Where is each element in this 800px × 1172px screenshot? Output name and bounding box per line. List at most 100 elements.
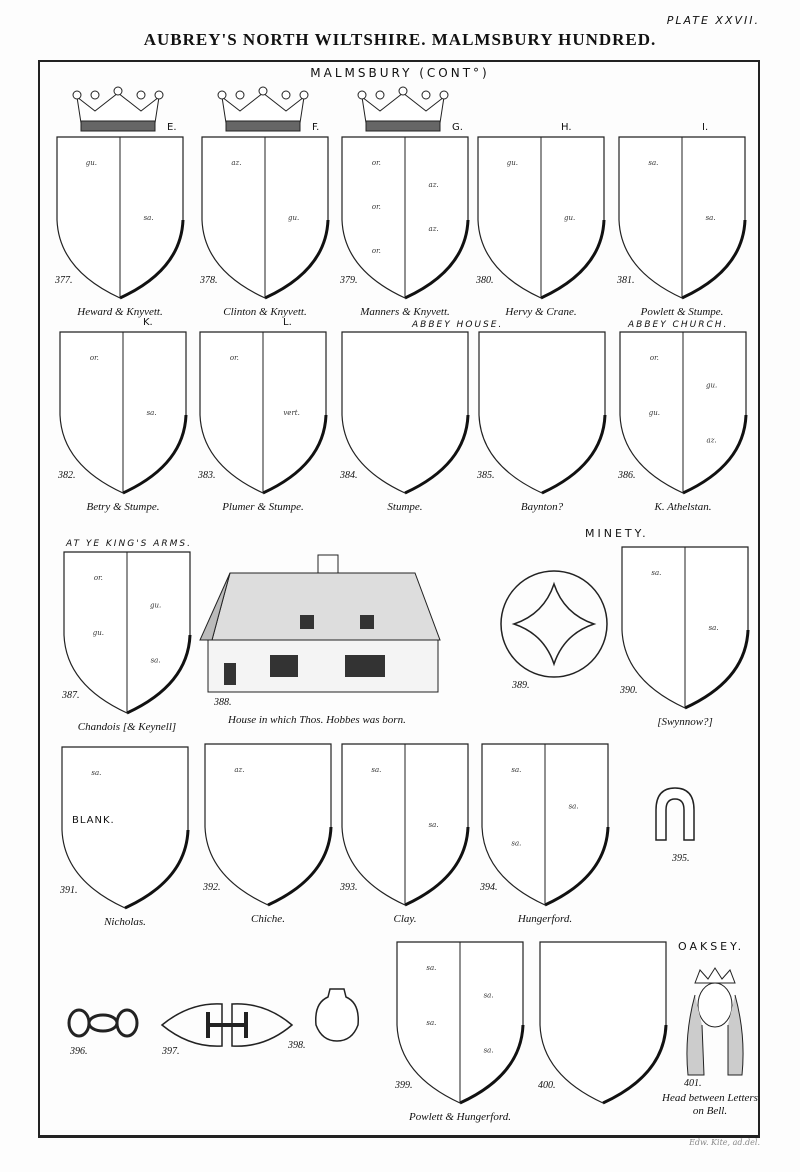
coronet-icon: [72, 86, 164, 132]
tincture-label: or.: [372, 203, 381, 211]
shield-letter: K.: [143, 317, 153, 328]
tincture-label: sa.: [151, 657, 161, 665]
shield-387: or.gu.gu.sa.: [63, 551, 192, 715]
tincture-label: sa.: [144, 214, 154, 222]
roundel-number: 389.: [512, 680, 530, 691]
tincture-label: az.: [429, 181, 439, 189]
tincture-label: sa.: [147, 409, 157, 417]
tincture-label: gu.: [150, 602, 161, 610]
shield-caption: Heward & Knyvett.: [77, 306, 163, 318]
tincture-label: gu.: [564, 214, 575, 222]
tincture-label: gu.: [507, 159, 518, 167]
tincture-label: sa.: [569, 803, 579, 811]
tincture-label: or.: [650, 354, 659, 362]
shield-number: 394.: [480, 882, 498, 893]
shield-caption: Stumpe.: [387, 501, 423, 513]
blank-label: BLANK.: [72, 815, 115, 826]
page-title: AUBREY'S NORTH WILTSHIRE. MALMSBURY HUND…: [143, 30, 657, 49]
house-drawing: [199, 554, 441, 693]
tincture-label: sa.: [709, 624, 719, 632]
roundel-drawing: [500, 570, 608, 678]
shield-caption: Baynton?: [520, 501, 564, 513]
shield-381: sa.sa.: [618, 136, 747, 300]
shield-378: az.gu.: [201, 136, 330, 300]
shield-number: 377.: [55, 275, 73, 286]
shield-number: 391.: [60, 885, 78, 896]
shield-394: sa. sa. sa.: [481, 743, 610, 907]
crowned-head-drawing: [686, 967, 744, 1076]
tincture-label: gu.: [649, 409, 660, 417]
tincture-label: sa.: [426, 1019, 436, 1027]
tincture-label: az.: [707, 437, 717, 445]
buckle-number: 397.: [162, 1046, 180, 1057]
shield-number: 387.: [62, 690, 80, 701]
minety-heading: MINETY.: [585, 527, 649, 540]
tincture-label: or.: [90, 354, 99, 362]
escallop-number: 398.: [288, 1040, 306, 1051]
tincture-label: or.: [372, 247, 381, 255]
tincture-label: sa.: [91, 769, 101, 777]
shield-number: 399.: [395, 1080, 413, 1091]
shield-number: 400.: [538, 1080, 556, 1091]
shield-383: or. vert.: [199, 331, 328, 495]
shield-letter: G.: [452, 122, 463, 133]
shield-390: sa.sa.: [621, 546, 750, 710]
head-caption: Head between Letters on Bell.: [662, 1092, 758, 1117]
escallop-drawing: [315, 988, 359, 1042]
tincture-label: az.: [429, 225, 439, 233]
shield-caption: Betry & Stumpe.: [86, 501, 160, 513]
shield-caption: [Swynnow?]: [657, 716, 713, 728]
shield-number: 381.: [617, 275, 635, 286]
shield-391: sa.: [61, 746, 190, 910]
shield-384: [341, 331, 470, 495]
abbey-house-heading: ABBEY HOUSE.: [412, 320, 504, 330]
tincture-label: sa.: [648, 159, 658, 167]
shield-number: 392.: [203, 882, 221, 893]
shield-caption: Clay.: [393, 913, 417, 925]
head-number: 401.: [684, 1078, 702, 1089]
tincture-label: vert.: [283, 409, 299, 417]
house-caption: House in which Thos. Hobbes was born.: [228, 714, 406, 726]
shield-379: or.az.or.az.or.: [341, 136, 470, 300]
section-title: MALMSBURY (CONT°): [310, 66, 490, 80]
shield-letter: H.: [561, 122, 572, 133]
engraver-signature: Edw. Kite, ad.del.: [689, 1138, 760, 1147]
shield-number: 378.: [200, 275, 218, 286]
tincture-label: sa.: [429, 821, 439, 829]
shield-number: 385.: [477, 470, 495, 481]
tincture-label: gu.: [93, 629, 104, 637]
shield-letter: E.: [167, 122, 177, 133]
shield-399: sa.sa.sa.sa.: [396, 941, 525, 1105]
tincture-label: gu.: [706, 382, 717, 390]
tincture-label: az.: [231, 159, 241, 167]
shield-number: 384.: [340, 470, 358, 481]
tincture-label: or.: [230, 354, 239, 362]
shield-caption: Powlett & Stumpe.: [640, 306, 724, 318]
shield-386: or. gu. gu. az.: [619, 331, 748, 495]
abbey-church-heading: ABBEY CHURCH.: [628, 320, 729, 330]
shield-caption: K. Athelstan.: [654, 501, 712, 513]
oaksey-heading: OAKSEY.: [678, 940, 745, 953]
shield-385: [478, 331, 607, 495]
tincture-label: sa.: [511, 766, 521, 774]
shield-number: 380.: [476, 275, 494, 286]
house-number: 388.: [214, 697, 232, 708]
shield-letter: L.: [283, 317, 292, 328]
horseshoe-number: 395.: [672, 853, 690, 864]
shield-letter: I.: [702, 122, 709, 133]
buckle-drawing: [160, 1003, 294, 1047]
tincture-label: sa.: [426, 964, 436, 972]
shield-caption: Manners & Knyvett.: [360, 306, 450, 318]
shield-number: 393.: [340, 882, 358, 893]
tincture-label: sa.: [371, 766, 381, 774]
tincture-label: sa.: [511, 839, 521, 847]
shield-380: gu. gu.: [477, 136, 606, 300]
shield-400: [539, 941, 668, 1105]
shield-caption: Plumer & Stumpe.: [222, 501, 304, 513]
shield-caption: Hungerford.: [517, 913, 573, 925]
plate-number: PLATE XXVII.: [666, 14, 760, 27]
shield-letter: F.: [312, 122, 320, 133]
shield-caption: Hervy & Crane.: [505, 306, 577, 318]
shield-caption: Chiche.: [251, 913, 285, 925]
